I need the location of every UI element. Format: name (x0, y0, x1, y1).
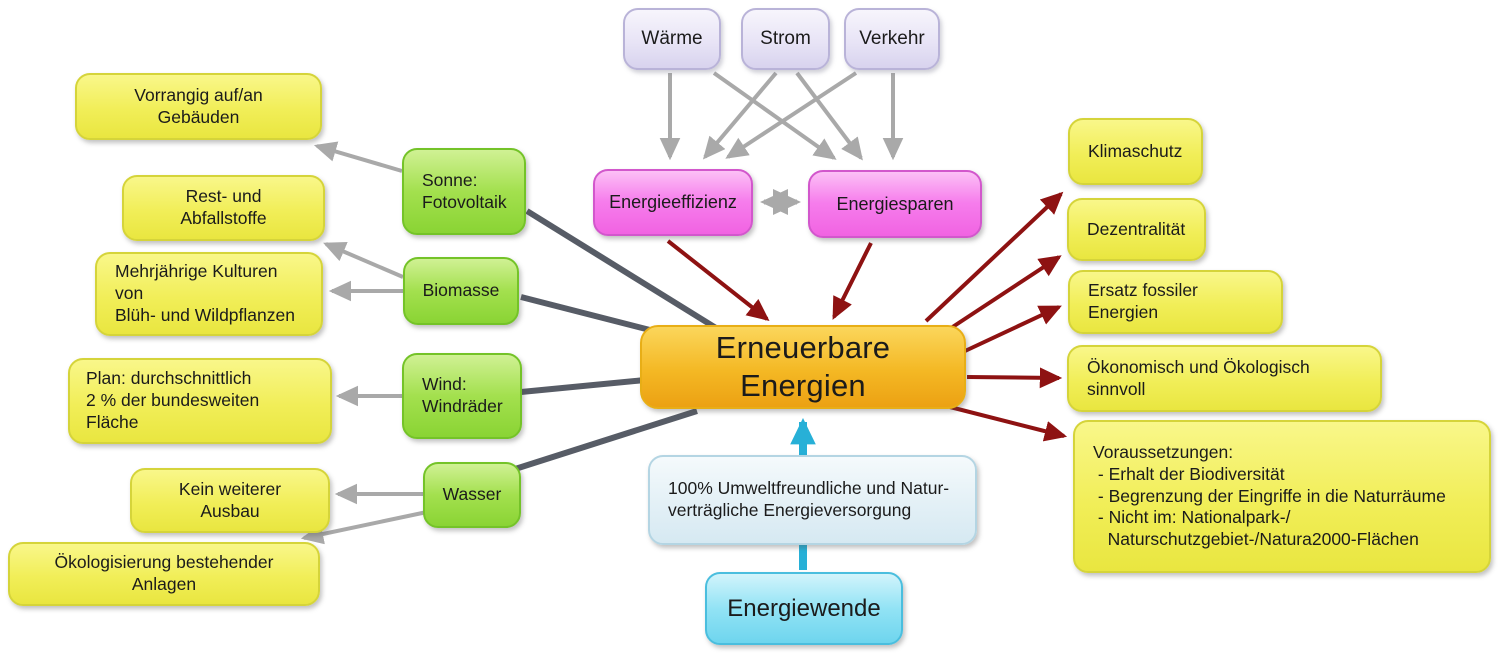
node-ersatz-fossiler-energien: Ersatz fossiler Energien (1068, 270, 1283, 334)
edge-waerme-energiesparen (712, 71, 837, 160)
edge-energieeffizienz-erneuerbare (666, 239, 770, 321)
node-energiewende: Energiewende (705, 572, 903, 645)
edge-biomasse-rest (323, 242, 404, 279)
edge-energiesparen-erneuerbare (832, 242, 873, 320)
node-strom: Strom (741, 8, 830, 70)
node-klimaschutz: Klimaschutz (1068, 118, 1203, 185)
edge-erneuerbare-dezentralitaet (946, 255, 1062, 332)
node-plan-flaeche: Plan: durchschnittlich 2 % der bundeswei… (68, 358, 332, 444)
node-umweltfreundliche-energieversorgung: 100% Umweltfreundliche und Natur- verträ… (648, 455, 977, 545)
node-energieeffizienz: Energieeffizienz (593, 169, 753, 236)
node-mehrjaehrige-kulturen: Mehrjährige Kulturen von Blüh- und Wildp… (95, 252, 323, 336)
edge-erneuerbare-ersatz (964, 305, 1062, 353)
node-oekonomisch-oekologisch: Ökonomisch und Ökologisch sinnvoll (1067, 345, 1382, 412)
edge-verkehr-energieeffizienz (725, 71, 858, 159)
edge-erneuerbare-oekonomisch (966, 367, 1063, 389)
node-vorrangig-gebaeuden: Vorrangig auf/an Gebäuden (75, 73, 322, 140)
node-kein-weiterer-ausbau: Kein weiterer Ausbau (130, 468, 330, 533)
edge-erneuerbare-wasser (511, 408, 698, 473)
edge-strom-energieeffizienz (702, 71, 778, 160)
edge-sonne-vorrangig (313, 141, 403, 173)
node-biomasse: Biomasse (403, 257, 519, 325)
edge-erneuerbare-biomasse (520, 294, 651, 333)
node-sonne-fotovoltaik: Sonne: Fotovoltaik (402, 148, 526, 235)
node-erneuerbare-energien: Erneuerbare Energien (640, 325, 966, 409)
node-wind-windraeder: Wind: Windräder (402, 353, 522, 439)
node-voraussetzungen: Voraussetzungen: - Erhalt der Biodiversi… (1073, 420, 1491, 573)
node-wasser: Wasser (423, 462, 521, 528)
edge-strom-energiesparen (795, 71, 863, 161)
edge-wasser-oekologisierung (300, 510, 428, 545)
node-energiesparen: Energiesparen (808, 170, 982, 238)
node-rest-abfallstoffe: Rest- und Abfallstoffe (122, 175, 325, 241)
node-waerme: Wärme (623, 8, 721, 70)
edge-erneuerbare-klimaschutz (924, 191, 1064, 323)
node-dezentralitaet: Dezentralität (1067, 198, 1206, 261)
node-oekologisierung-anlagen: Ökologisierung bestehender Anlagen (8, 542, 320, 606)
node-verkehr: Verkehr (844, 8, 940, 70)
edge-erneuerbare-sonne (525, 208, 718, 331)
edge-erneuerbare-wind (520, 377, 646, 395)
edge-erneuerbare-voraussetzungen (949, 405, 1068, 442)
